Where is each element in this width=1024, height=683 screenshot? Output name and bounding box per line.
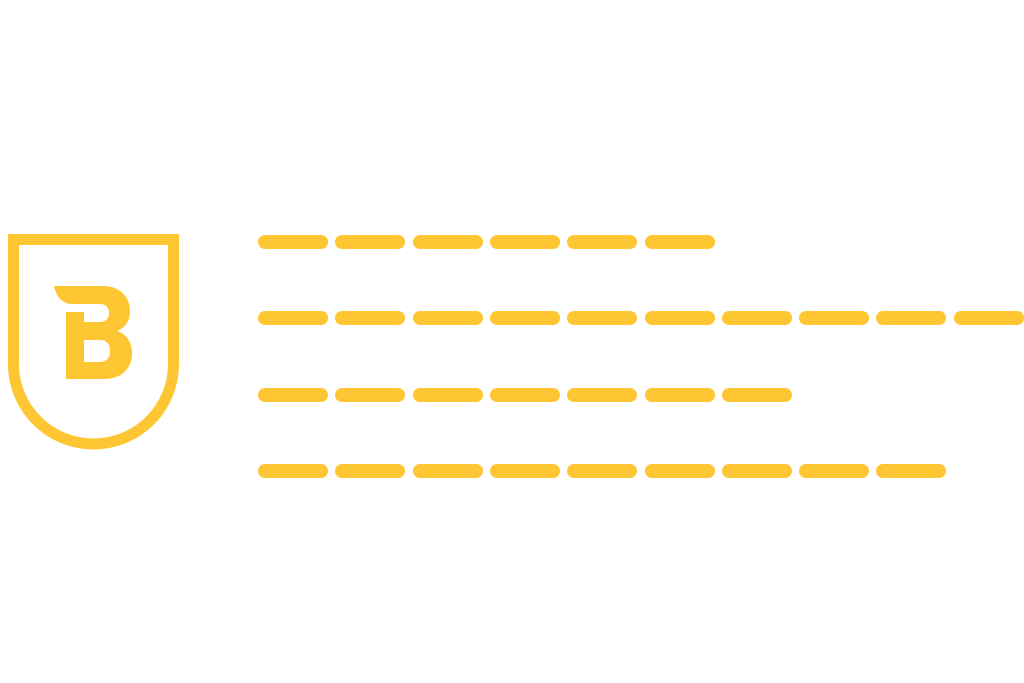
dash-mark (645, 464, 715, 478)
dash-mark (799, 464, 869, 478)
dash-mark (413, 311, 483, 325)
dash-mark (413, 235, 483, 249)
dash-mark (567, 235, 637, 249)
dash-mark (335, 464, 405, 478)
dash-mark (567, 464, 637, 478)
shield-logo-icon (8, 234, 179, 450)
dash-mark (413, 388, 483, 402)
dash-mark (490, 235, 560, 249)
dash-mark (722, 388, 792, 402)
dash-mark (876, 464, 946, 478)
dash-mark (876, 311, 946, 325)
dash-mark (645, 311, 715, 325)
dash-mark (335, 235, 405, 249)
dash-mark (490, 388, 560, 402)
dash-mark (567, 311, 637, 325)
dash-mark (954, 311, 1024, 325)
dash-mark (799, 311, 869, 325)
dash-mark (567, 388, 637, 402)
dash-mark (722, 311, 792, 325)
dash-mark (645, 235, 715, 249)
letter-b-mark (54, 286, 132, 379)
dash-mark (645, 388, 715, 402)
dash-mark (258, 311, 328, 325)
dash-mark (413, 464, 483, 478)
dash-mark (258, 464, 328, 478)
dash-mark (335, 311, 405, 325)
dash-mark (722, 464, 792, 478)
dash-mark (258, 388, 328, 402)
dash-mark (258, 235, 328, 249)
dash-mark (490, 311, 560, 325)
shield-outline (8, 234, 179, 450)
dash-mark (490, 464, 560, 478)
dash-mark (335, 388, 405, 402)
